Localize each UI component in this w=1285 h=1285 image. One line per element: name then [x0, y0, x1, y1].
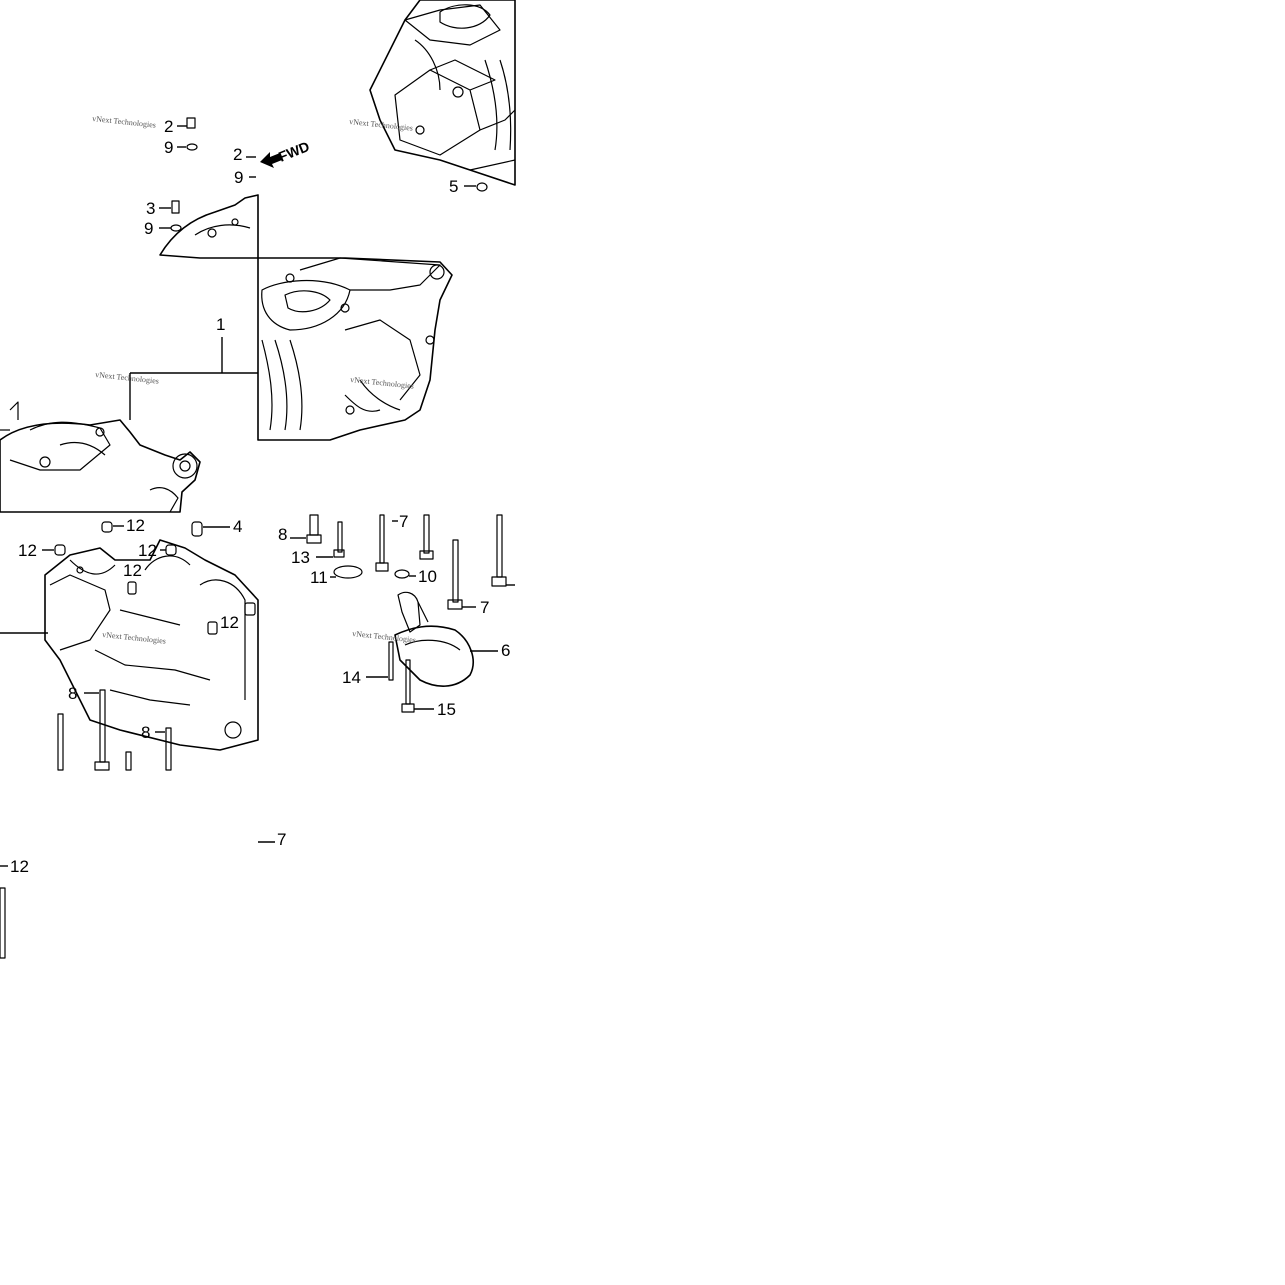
- callout-13: 13: [291, 548, 310, 567]
- leader-lines: [0, 125, 515, 867]
- callout-12: 12: [10, 857, 29, 876]
- callout-12: 12: [220, 613, 239, 632]
- callout-12: 12: [18, 541, 37, 560]
- callout-2: 2: [233, 145, 242, 164]
- bearing-carrier-drawing: [44, 539, 259, 751]
- callout-7: 7: [277, 830, 286, 849]
- callout-8: 8: [278, 525, 287, 544]
- callout-11: 11: [310, 568, 328, 587]
- callout-1: 1: [216, 315, 225, 334]
- crankcase-left-section-drawing: [0, 401, 201, 513]
- callout-12: 12: [138, 541, 157, 560]
- crankcase-corner-drawing: [159, 194, 259, 259]
- callout-7: 7: [399, 512, 408, 531]
- callout-8: 8: [141, 723, 150, 742]
- lower-crankcase-drawing: [257, 257, 453, 441]
- callout-labels: 2 9 2 9 3 9 5 1 12 4 12 12 12 12 8 7 13 …: [10, 117, 510, 876]
- watermark-1: vNext Technologies: [92, 114, 157, 130]
- forward-direction-arrow-icon: [260, 152, 282, 168]
- callout-7: 7: [480, 598, 489, 617]
- callout-5: 5: [449, 177, 458, 196]
- callout-2: 2: [164, 117, 173, 136]
- callout-4: 4: [233, 517, 242, 536]
- callout-12: 12: [126, 516, 145, 535]
- callout-3: 3: [146, 199, 155, 218]
- direction-label: FWD: [276, 138, 312, 165]
- callout-9: 9: [164, 138, 173, 157]
- callout-8: 8: [68, 684, 77, 703]
- oil-strainer-drawing: [394, 591, 474, 687]
- callout-6: 6: [501, 641, 510, 660]
- upper-crankcase-drawing: [369, 0, 516, 186]
- callout-10: 10: [418, 567, 437, 586]
- callout-9: 9: [144, 219, 153, 238]
- callout-15: 15: [437, 700, 456, 719]
- callout-14: 14: [342, 668, 361, 687]
- callout-12: 12: [123, 561, 142, 580]
- callout-9: 9: [234, 168, 243, 187]
